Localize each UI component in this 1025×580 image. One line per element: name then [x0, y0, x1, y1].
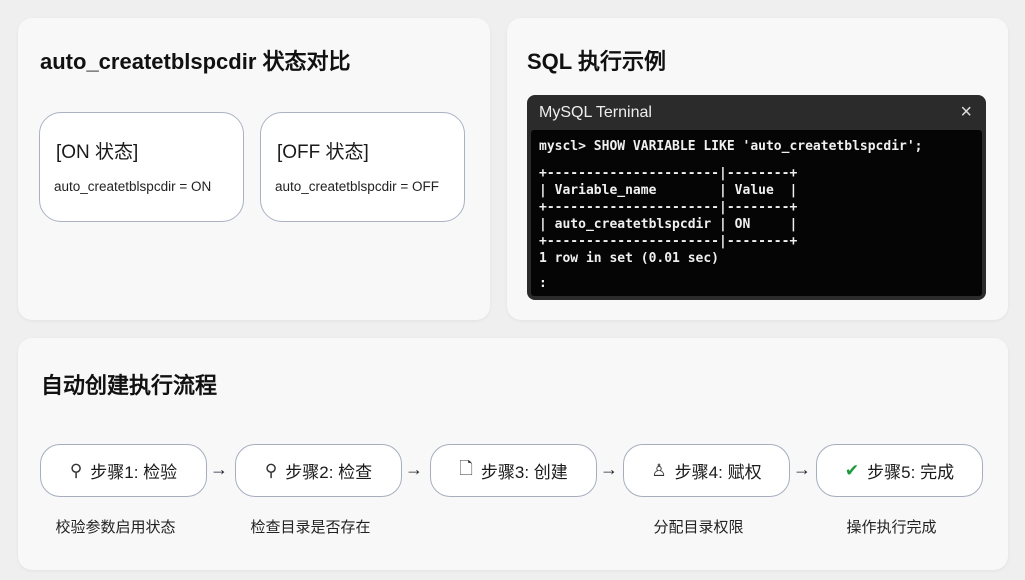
flow-title: 自动创建执行流程	[41, 373, 218, 398]
terminal-line: +----------------------|--------+	[539, 166, 798, 181]
step-label: 步骤3: 创建	[480, 463, 568, 482]
step-label: 步骤5: 完成	[867, 463, 955, 482]
arrow-icon: →	[405, 459, 423, 479]
file-icon: 🗋	[459, 459, 473, 478]
terminal-line: +----------------------|--------+	[539, 200, 798, 215]
check-icon: ✔	[844, 460, 860, 480]
step-description: 分配目录权限	[653, 519, 744, 536]
off-state-value: auto_createtblspcdir = OFF	[275, 179, 439, 194]
arrow-icon: →	[210, 459, 228, 479]
sql-panel: SQL 执行示例 MySQL Terninal × myscl> SHOW VA…	[507, 18, 1008, 320]
arrow-icon: →	[793, 459, 811, 479]
step-description: 校验参数启用状态	[55, 519, 176, 536]
sql-title: SQL 执行示例	[527, 49, 666, 74]
off-state-card: [OFF 状态] auto_createtblspcdir = OFF	[260, 112, 465, 222]
terminal-title: MySQL Terninal	[539, 104, 652, 121]
terminal-line: | Variable_name | Value |	[539, 183, 798, 198]
search-icon: ⚲	[69, 460, 83, 480]
comparison-title: auto_createtblspcdir 状态对比	[40, 49, 351, 74]
step-5-button[interactable]: ✔ 步骤5: 完成	[816, 444, 983, 497]
on-state-value: auto_createtblspcdir = ON	[54, 179, 212, 194]
terminal-line: +----------------------|--------+	[539, 234, 798, 249]
terminal-line: :	[539, 276, 547, 291]
arrow-icon: →	[600, 459, 618, 479]
mysql-terminal[interactable]: MySQL Terninal × myscl> SHOW VARIABLE LI…	[527, 95, 986, 300]
off-state-heading: [OFF 状态]	[277, 142, 369, 163]
step-label: 步骤2: 检查	[285, 463, 373, 482]
step-description: 操作执行完成	[846, 519, 937, 536]
terminal-output[interactable]: myscl> SHOW VARIABLE LIKE 'auto_createtb…	[531, 130, 982, 296]
on-state-card: [ON 状态] auto_createtblspcdir = ON	[39, 112, 244, 222]
step-label: 步骤1: 检验	[90, 463, 178, 482]
step-2-button[interactable]: ⚲ 步骤2: 检查	[235, 444, 402, 497]
step-4-button[interactable]: ♙ 步骤4: 赋权	[623, 444, 790, 497]
comparison-panel: auto_createtblspcdir 状态对比 [ON 状态] auto_c…	[18, 18, 490, 320]
step-1-button[interactable]: ⚲ 步骤1: 检验	[40, 444, 207, 497]
on-state-heading: [ON 状态]	[56, 142, 139, 163]
close-icon[interactable]: ×	[960, 101, 972, 123]
user-icon: ♙	[651, 460, 667, 480]
terminal-line: 1 row in set (0.01 sec)	[539, 251, 720, 266]
terminal-line: myscl> SHOW VARIABLE LIKE 'auto_createtb…	[539, 139, 923, 154]
step-label: 步骤4: 赋权	[674, 463, 762, 482]
search-icon: ⚲	[264, 460, 278, 480]
step-description: 检查目录是否存在	[250, 519, 371, 536]
step-3-button[interactable]: 🗋 步骤3: 创建	[430, 444, 597, 497]
terminal-line: | auto_createtblspcdir | ON |	[539, 217, 798, 232]
